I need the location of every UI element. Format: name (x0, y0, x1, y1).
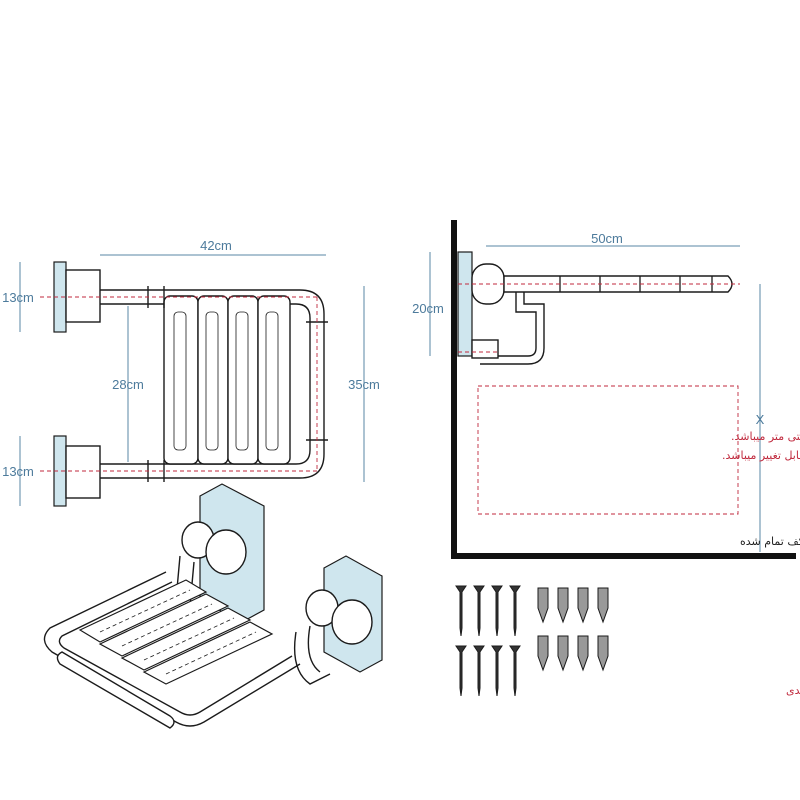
wall-plug-icon (537, 587, 609, 672)
iso-support-arm (293, 625, 331, 685)
side-height-label: 20cm (412, 301, 444, 316)
wall-and-floor (451, 220, 796, 559)
iso-bracket-right-cap (331, 599, 373, 645)
outer-frame-rail (100, 289, 325, 479)
height-label: 35cm (348, 377, 380, 392)
seat-slat (257, 295, 291, 465)
screw-icon (455, 585, 521, 697)
floor-label: کف تمام شده (740, 535, 800, 548)
seat-slat (227, 295, 259, 465)
height-note-line2: که با توجه به قد افراد و شرایط قابل تغیی… (722, 449, 800, 462)
inner-label: 28cm (112, 377, 144, 392)
side-seat-bar (503, 275, 733, 293)
slat-holes (173, 311, 279, 451)
side-view: 50cm 20cm X ارتفاع استاندارد از کف بین 4… (412, 220, 800, 559)
iso-inner-frame (58, 581, 293, 716)
floor-height-label: X (756, 412, 765, 427)
isometric-view (43, 483, 383, 729)
iso-bracket-left-cap (205, 529, 247, 575)
inner-frame-rail (100, 303, 311, 465)
bracket-top-label: 13cm (2, 290, 34, 305)
iso-slat-holes (99, 589, 257, 675)
side-support-arm-outer (480, 292, 545, 365)
note-box (477, 385, 739, 515)
side-support-arm (480, 292, 537, 357)
side-length-label: 50cm (591, 231, 623, 246)
bottom-bracket (65, 445, 101, 499)
top-bracket (65, 269, 101, 323)
hardware-set (455, 585, 609, 697)
iso-seat-slats (78, 579, 274, 685)
bracket-bottom-label: 13cm (2, 464, 34, 479)
side-lower-bracket (471, 339, 499, 359)
side-wall-plate (457, 251, 473, 357)
top-view: 42cm 13cm 13cm 28cm 35cm (2, 238, 380, 507)
height-note-line1: ارتفاع استاندارد از کف بین 45 تا 50 سانت… (731, 430, 800, 443)
iso-front-handle (56, 651, 175, 729)
seat-slat (197, 295, 229, 465)
hardware-caption: پیچ و رولپلاک همراه با محصول در بسته بند… (786, 684, 800, 697)
seat-slat (163, 295, 199, 465)
width-label: 42cm (200, 238, 232, 253)
